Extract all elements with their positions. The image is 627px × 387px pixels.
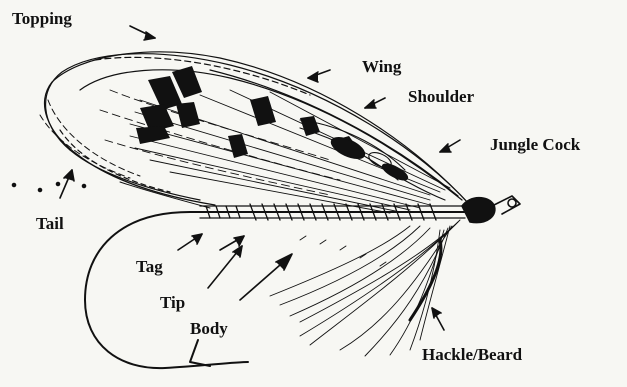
- label-tail: Tail: [36, 215, 64, 232]
- label-body: Body: [190, 320, 228, 337]
- label-jungle-cock: Jungle Cock: [490, 136, 580, 153]
- label-wing: Wing: [362, 58, 401, 75]
- hackle-beard: [270, 220, 460, 356]
- label-topping: Topping: [12, 10, 72, 27]
- label-tip: Tip: [160, 294, 185, 311]
- label-shoulder: Shoulder: [408, 88, 474, 105]
- jungle-cock-feather: [370, 160, 445, 200]
- label-tag: Tag: [136, 258, 163, 275]
- fly-head: [462, 196, 520, 223]
- label-hackle-beard: Hackle/Beard: [422, 346, 522, 363]
